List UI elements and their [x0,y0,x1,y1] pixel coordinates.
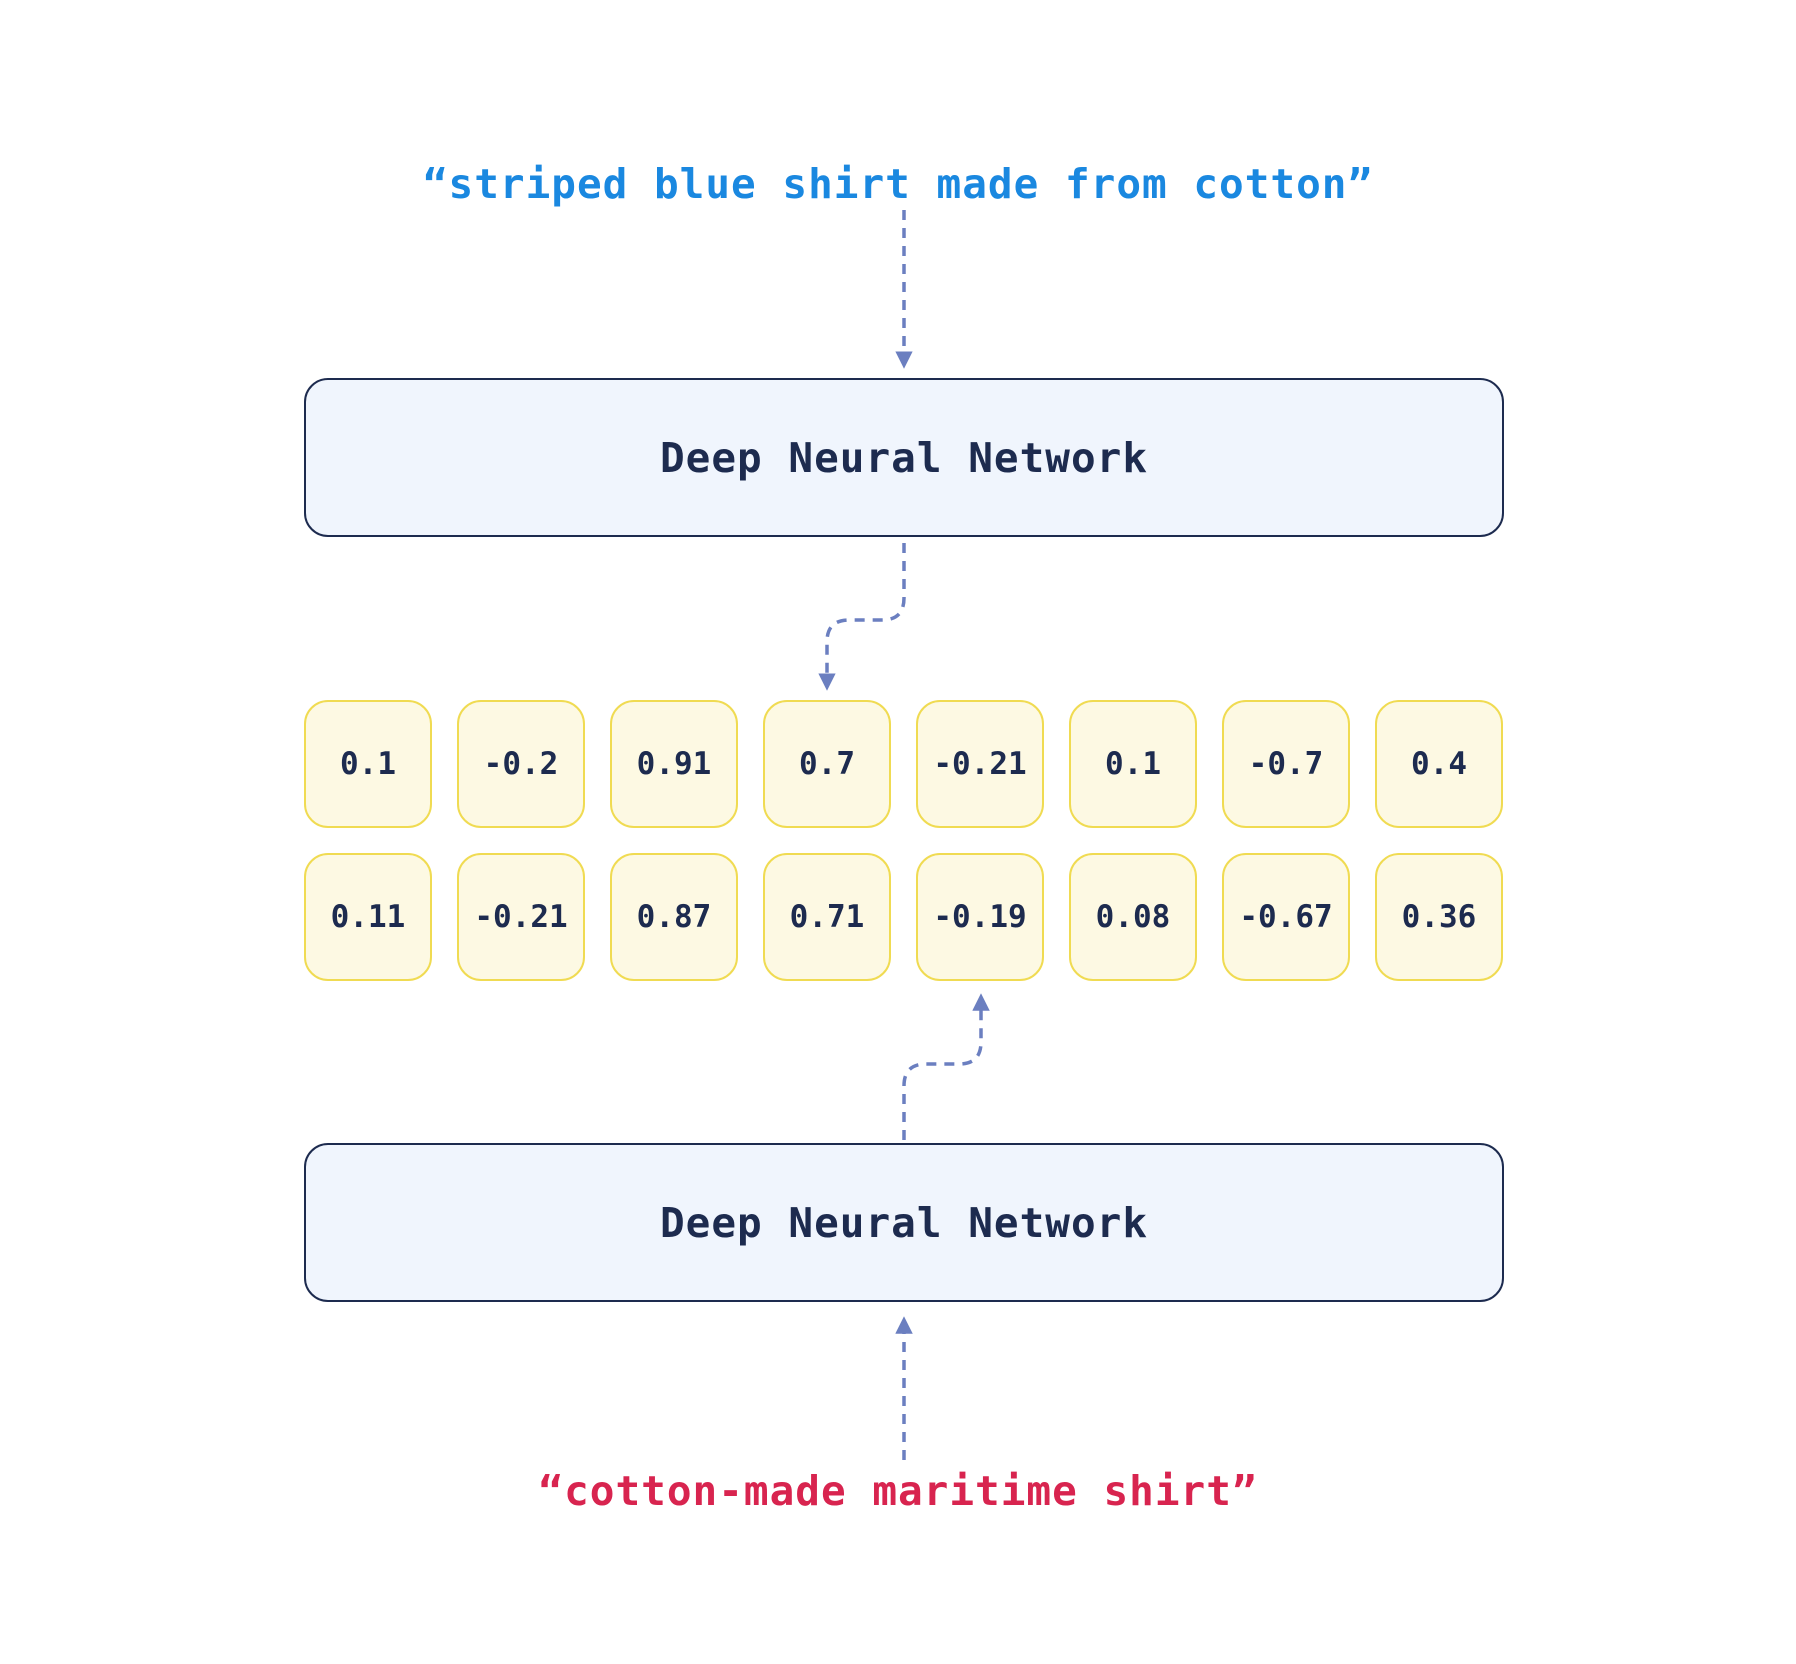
embedding-cell: 0.91 [610,700,738,828]
arrow-top-network-to-embedding [818,543,906,691]
top-neural-network-box: Deep Neural Network [304,378,1504,537]
arrow-bottom-network-to-embedding [902,993,990,1140]
embedding-cell: -0.21 [916,700,1044,828]
bottom-network-label: Deep Neural Network [660,1198,1148,1247]
top-network-label: Deep Neural Network [660,433,1148,482]
embedding-cell: 0.1 [1069,700,1197,828]
embedding-cell: 0.87 [610,853,738,981]
embedding-cell: 0.08 [1069,853,1197,981]
embedding-cell: -0.7 [1222,700,1350,828]
embedding-cell: 0.71 [763,853,891,981]
top-query-text: “striped blue shirt made from cotton” [422,160,1374,208]
embedding-cell: 0.1 [304,700,432,828]
embedding-cell: -0.67 [1222,853,1350,981]
bottom-neural-network-box: Deep Neural Network [304,1143,1504,1302]
embedding-cell: 0.4 [1375,700,1503,828]
embedding-cell: 0.7 [763,700,891,828]
bottom-query-text: “cotton-made maritime shirt” [538,1467,1258,1515]
embedding-cell: 0.11 [304,853,432,981]
embedding-cell: -0.21 [457,853,585,981]
embedding-cell: -0.2 [457,700,585,828]
embedding-cell: 0.36 [1375,853,1503,981]
embedding-cell: -0.19 [916,853,1044,981]
